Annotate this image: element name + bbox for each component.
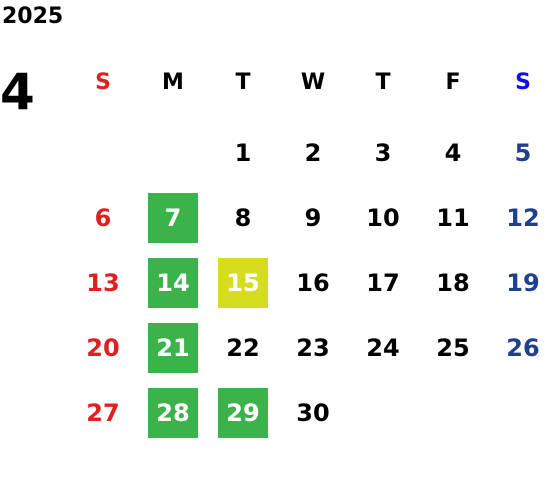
day-number: 23	[296, 333, 330, 362]
day-cell[interactable]: 6	[68, 185, 138, 250]
day-number: 14	[148, 257, 198, 308]
day-cell[interactable]: 14	[138, 250, 208, 315]
day-cell[interactable]: 5	[488, 120, 548, 185]
day-cell[interactable]: 30	[278, 380, 348, 445]
day-number: 10	[366, 203, 400, 232]
empty-day-cell	[488, 380, 548, 445]
day-cell[interactable]: 1	[208, 120, 278, 185]
day-number: 25	[436, 333, 470, 362]
day-cell[interactable]: 29	[208, 380, 278, 445]
day-cell[interactable]: 13	[68, 250, 138, 315]
day-number: 16	[296, 268, 330, 297]
day-number	[148, 128, 198, 178]
day-cell[interactable]: 22	[208, 315, 278, 380]
day-cell[interactable]: 27	[68, 380, 138, 445]
day-number	[78, 128, 128, 178]
weekday-sun: S	[95, 69, 111, 95]
day-number: 18	[436, 268, 470, 297]
day-cell[interactable]: 3	[348, 120, 418, 185]
day-number: 26	[506, 333, 540, 362]
weekday-header: S M T W T F S	[68, 60, 548, 104]
day-number: 15	[218, 257, 268, 308]
day-number: 7	[148, 192, 198, 243]
day-number: 12	[506, 203, 540, 232]
day-cell[interactable]: 21	[138, 315, 208, 380]
weekday-tue: T	[235, 69, 251, 95]
day-cell[interactable]: 18	[418, 250, 488, 315]
day-cell[interactable]: 4	[418, 120, 488, 185]
day-number: 17	[366, 268, 400, 297]
day-number: 13	[86, 268, 120, 297]
day-number: 1	[234, 138, 252, 167]
day-number: 4	[444, 138, 462, 167]
day-number: 29	[218, 387, 268, 438]
weekday-fri: F	[445, 69, 461, 95]
weekday-mon: M	[162, 69, 184, 95]
day-cell[interactable]: 7	[138, 185, 208, 250]
month-label: 4	[0, 63, 35, 121]
day-cell[interactable]: 17	[348, 250, 418, 315]
day-number	[428, 388, 478, 438]
day-cell[interactable]: 23	[278, 315, 348, 380]
year-label: 2025	[2, 4, 64, 29]
empty-day-cell	[348, 380, 418, 445]
day-cell[interactable]: 16	[278, 250, 348, 315]
day-cell[interactable]: 19	[488, 250, 548, 315]
day-cell[interactable]: 24	[348, 315, 418, 380]
day-number: 20	[86, 333, 120, 362]
day-number: 24	[366, 333, 400, 362]
day-cell[interactable]: 25	[418, 315, 488, 380]
day-number: 9	[304, 203, 322, 232]
day-number: 6	[94, 203, 112, 232]
day-number	[358, 388, 408, 438]
day-number: 11	[436, 203, 470, 232]
day-number	[498, 388, 548, 438]
day-cell[interactable]: 12	[488, 185, 548, 250]
day-number: 19	[506, 268, 540, 297]
day-number: 30	[296, 398, 330, 427]
day-number: 8	[234, 203, 252, 232]
day-cell[interactable]: 26	[488, 315, 548, 380]
day-number: 27	[86, 398, 120, 427]
day-number: 2	[304, 138, 322, 167]
empty-day-cell	[68, 120, 138, 185]
day-cell[interactable]: 15	[208, 250, 278, 315]
weekday-wed: W	[300, 69, 326, 95]
day-number: 5	[514, 138, 532, 167]
day-cell[interactable]: 9	[278, 185, 348, 250]
day-number: 22	[226, 333, 260, 362]
empty-day-cell	[418, 380, 488, 445]
empty-day-cell	[138, 120, 208, 185]
weekday-sat: S	[515, 69, 531, 95]
day-number: 21	[148, 322, 198, 373]
day-cell[interactable]: 10	[348, 185, 418, 250]
day-number: 3	[374, 138, 392, 167]
day-number: 28	[148, 387, 198, 438]
day-cell[interactable]: 28	[138, 380, 208, 445]
day-cell[interactable]: 20	[68, 315, 138, 380]
day-cell[interactable]: 11	[418, 185, 488, 250]
weekday-thu: T	[375, 69, 391, 95]
day-cell[interactable]: 8	[208, 185, 278, 250]
day-cell[interactable]: 2	[278, 120, 348, 185]
